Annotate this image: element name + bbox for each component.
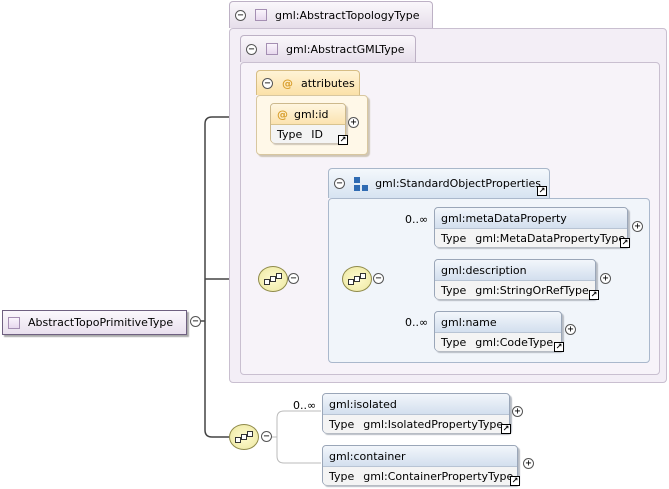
abstract-gml-type-header[interactable]: − gml:AbstractGMLType (240, 35, 416, 62)
root-type-abstracttopoprimitivetype[interactable]: AbstractTopoPrimitiveType (2, 310, 187, 335)
complex-type-icon (266, 43, 278, 55)
type-key: Type (441, 283, 467, 297)
type-value: gml:StringOrRefType (475, 283, 589, 297)
abstract-gml-type-label: gml:AbstractGMLType (286, 42, 405, 56)
type-value: gml:ContainerPropertyType (363, 469, 514, 483)
link-arrow-icon[interactable]: ↗ (338, 135, 348, 145)
group-icon (354, 176, 368, 191)
element-name-box[interactable]: gml:name Type gml:CodeType (434, 311, 562, 351)
attribute-gml-id[interactable]: @ gml:id Type ID (270, 103, 346, 143)
expand-icon[interactable]: + (523, 458, 534, 469)
element-metadataproperty[interactable]: gml:metaDataProperty Type gml:MetaDataPro… (434, 207, 628, 247)
type-key: Type (441, 335, 467, 349)
element-name: gml:description (441, 263, 527, 277)
sequence-compositor-icon (235, 431, 253, 443)
element-container[interactable]: gml:container Type gml:ContainerPropertyT… (322, 445, 518, 485)
type-key: Type (329, 417, 355, 431)
collapse-icon[interactable]: − (235, 9, 246, 21)
sequence-compositor-icon (348, 273, 366, 285)
complex-type-icon (8, 316, 20, 329)
at-sign-icon: @ (282, 76, 293, 90)
complex-type-icon (255, 9, 267, 21)
expand-icon[interactable]: + (600, 273, 611, 284)
cardinality-label: 0..∞ (293, 399, 317, 412)
expand-icon[interactable]: + (565, 324, 576, 335)
collapse-icon[interactable]: − (190, 316, 201, 327)
standard-object-properties-header[interactable]: − gml:StandardObjectProperties (328, 168, 550, 198)
collapse-icon[interactable]: − (246, 43, 257, 55)
sequence-compositor[interactable] (229, 424, 259, 450)
type-value: gml:IsolatedPropertyType (363, 417, 504, 431)
expand-icon[interactable]: + (512, 406, 523, 417)
collapse-icon[interactable]: − (373, 273, 384, 284)
sequence-compositor[interactable] (342, 266, 372, 292)
type-value: gml:MetaDataPropertyType (475, 231, 626, 245)
collapse-icon[interactable]: − (261, 431, 272, 442)
group-label: gml:StandardObjectProperties (375, 177, 541, 190)
sequence-compositor[interactable] (258, 266, 288, 292)
link-arrow-icon[interactable]: ↗ (501, 424, 511, 434)
element-name: gml:metaDataProperty (441, 211, 567, 225)
element-description[interactable]: gml:description Type gml:StringOrRefType (434, 259, 596, 299)
at-sign-icon: @ (277, 107, 288, 121)
link-arrow-icon[interactable]: ↗ (554, 342, 564, 352)
abstract-topology-type-label: gml:AbstractTopologyType (275, 8, 420, 22)
link-arrow-icon[interactable]: ↗ (589, 290, 599, 300)
root-type-label: AbstractTopoPrimitiveType (28, 316, 174, 329)
attributes-label: attributes (301, 76, 355, 90)
type-value: ID (311, 127, 323, 141)
element-name: gml:isolated (329, 397, 397, 411)
abstract-topology-type-header[interactable]: − gml:AbstractTopologyType (229, 1, 433, 28)
type-key: Type (329, 469, 355, 483)
collapse-icon[interactable]: − (288, 273, 299, 284)
collapse-icon[interactable]: − (334, 178, 345, 189)
element-name: gml:name (441, 315, 497, 329)
cardinality-label: 0..∞ (405, 316, 429, 329)
type-key: Type (277, 127, 303, 141)
link-arrow-icon[interactable]: ↗ (620, 238, 630, 248)
link-arrow-icon[interactable]: ↗ (510, 476, 520, 486)
element-isolated[interactable]: gml:isolated Type gml:IsolatedPropertyTyp… (322, 393, 510, 433)
link-arrow-icon[interactable]: ↗ (537, 186, 547, 196)
attribute-name: gml:id (294, 107, 329, 121)
attributes-header[interactable]: − @ attributes (256, 70, 360, 95)
collapse-icon[interactable]: − (262, 77, 273, 89)
expand-icon[interactable]: + (348, 117, 359, 128)
expand-icon[interactable]: + (632, 221, 643, 232)
sequence-compositor-icon (264, 273, 282, 285)
cardinality-label: 0..∞ (405, 213, 429, 226)
element-name: gml:container (329, 449, 406, 463)
type-key: Type (441, 231, 467, 245)
type-value: gml:CodeType (475, 335, 554, 349)
